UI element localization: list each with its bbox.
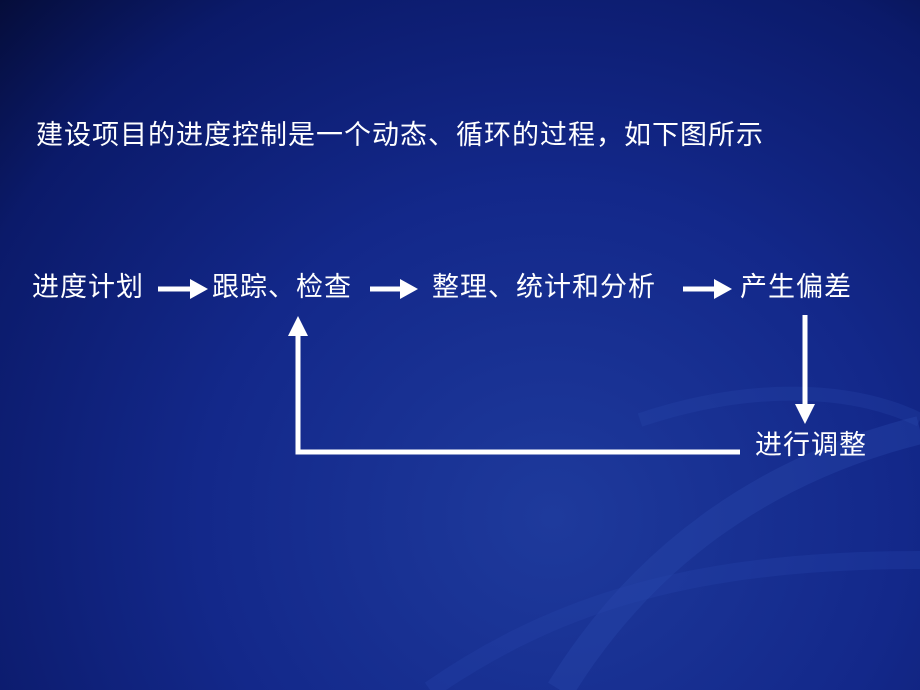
arrow-plan-to-track xyxy=(158,279,208,299)
flow-node-track: 跟踪、检查 xyxy=(212,272,352,303)
flow-node-adjust: 进行调整 xyxy=(755,430,867,461)
arrow-track-to-analyze xyxy=(370,279,418,299)
flow-node-deviation: 产生偏差 xyxy=(740,272,852,303)
flow-node-analyze: 整理、统计和分析 xyxy=(432,272,656,303)
arrow-adjust-to-track xyxy=(288,316,740,455)
arrow-analyze-to-deviation xyxy=(683,279,732,299)
arrow-deviation-to-adjust xyxy=(795,315,815,424)
flow-node-plan: 进度计划 xyxy=(32,272,144,303)
intro-text: 建设项目的进度控制是一个动态、循环的过程，如下图所示 xyxy=(36,120,764,151)
